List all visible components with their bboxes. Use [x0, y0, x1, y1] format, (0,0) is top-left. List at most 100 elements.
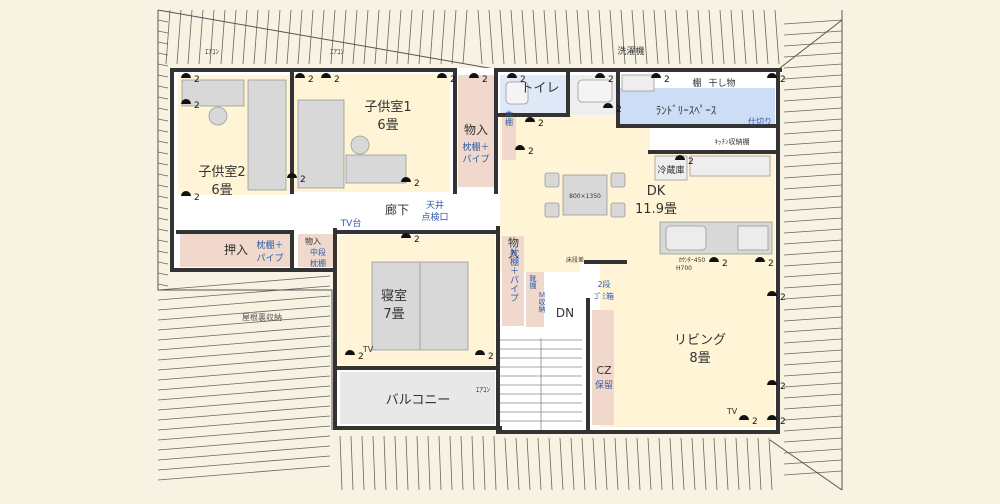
roof-hatch-line [157, 250, 169, 254]
roof-hatch-line [783, 52, 843, 58]
fridge-label: 冷蔵庫 [657, 164, 684, 176]
roof-hatch-line [157, 74, 169, 78]
kitchen-shelf-box [689, 155, 771, 177]
roof-hatch-line [157, 19, 169, 23]
roof-hatch-line [157, 129, 169, 133]
roof-bottom-left [157, 275, 497, 491]
roof-hatch-line [783, 206, 843, 212]
roof-hatch-line [157, 107, 169, 111]
roof-hatch-line [581, 437, 586, 491]
walls [170, 68, 782, 434]
kids2-bed [247, 79, 287, 191]
bedroom-name: 寝室 [381, 288, 407, 304]
roof-hatch-line [157, 285, 331, 301]
roof-hatch-line [783, 217, 843, 223]
roof-hatch-line [783, 118, 843, 124]
outlet-count: 2 [194, 101, 200, 111]
outlet-icon [767, 415, 777, 420]
roof-hatch-line [361, 435, 365, 491]
trash-label-2: ｺﾞﾐ箱 [594, 291, 614, 301]
roof-hatch-line [157, 85, 169, 89]
kids1-chair [350, 135, 370, 155]
outlet-icon [321, 73, 331, 78]
oshiire-sub1: 枕棚＋ [256, 239, 283, 251]
small-closet-fill [298, 234, 334, 267]
outlet-count: 2 [194, 193, 200, 203]
closet-top-sub1: 枕棚＋ [462, 141, 489, 153]
roof-hatch-line [548, 437, 553, 491]
roof-hatch-line [319, 9, 325, 65]
trash-label-1: 2段 [597, 279, 610, 289]
roof-hatch-line [783, 151, 843, 157]
outlet-count: 2 [482, 75, 488, 85]
roof-hatch-line [713, 437, 718, 491]
roof-hatch-line [783, 19, 843, 25]
chair-4 [610, 202, 626, 218]
roof-hatch-line [157, 228, 169, 232]
small-closet-2: 中段 [310, 247, 326, 257]
roof-hatch-line [510, 9, 516, 65]
roof-hatch-line [636, 437, 641, 491]
roof-hatch-line [526, 437, 531, 491]
roof-hatch-line [783, 338, 843, 344]
roof-hatch-line [774, 9, 780, 65]
roof-top [165, 9, 780, 65]
kitchen-sink [665, 225, 707, 251]
laundry-name: ﾗﾝﾄﾞﾘｰｽﾍﾟｰｽ [656, 104, 717, 117]
roof-hatch-line [504, 437, 509, 491]
outlet-count: 2 [300, 175, 306, 185]
outlet-count: 2 [488, 352, 494, 362]
roof-hatch-line [493, 435, 497, 491]
bookshelf-fill [502, 112, 516, 160]
roof-hatch-line [157, 96, 169, 100]
living-room [600, 262, 775, 427]
roof-hatch-line [757, 437, 762, 491]
roof-hatch-line [783, 85, 843, 91]
roof-hatch-line [783, 426, 843, 432]
outlet-icon [739, 415, 749, 420]
roof-hatch-line [157, 365, 331, 381]
roof-hatch-line [735, 437, 740, 491]
roof-hatch-line [783, 393, 843, 399]
outlet-count: 2 [752, 417, 758, 427]
roof-hatch-line [176, 9, 182, 65]
shoe-shelf-label: 靴棚 [529, 274, 537, 290]
roof-hatch-line [157, 465, 331, 481]
roof-hatch-line [763, 9, 769, 65]
chair-1 [544, 172, 560, 188]
cz-fill [592, 310, 614, 425]
chair-3 [610, 172, 626, 188]
oshiire-sub2: パイプ [256, 253, 283, 264]
roof-hatch-line [783, 448, 843, 454]
mid-closet-title: 物入 [507, 236, 520, 259]
roof-hatch-line [157, 261, 169, 265]
roof-hatch-line [783, 382, 843, 388]
outlet-count: 2 [780, 293, 786, 303]
corridor-floor [293, 192, 498, 234]
bedroom-size: 7畳 [383, 307, 404, 322]
balcony-name: バルコニー [386, 393, 451, 408]
outlet-count: 2 [664, 75, 670, 85]
roof-hatch-line [407, 9, 413, 65]
roof-hatch-line [405, 435, 409, 491]
outlet-count: 2 [538, 119, 544, 129]
outlet-icon [507, 73, 517, 78]
ceiling-label-2: 点検口 [421, 211, 448, 223]
kids1-desk [345, 154, 407, 184]
roof-bottom-right [504, 437, 773, 491]
outlet-icon [181, 73, 191, 78]
table-label: 800×1350 [569, 193, 601, 200]
roof-hatch-line [783, 129, 843, 135]
roof-hatch-line [440, 9, 446, 65]
outlet-icon [401, 233, 411, 238]
roof-hatch-line [559, 437, 564, 491]
outlet-icon [287, 173, 297, 178]
roof-hatch-line [394, 435, 398, 491]
roof-hatch-line [783, 30, 843, 36]
roof-hatch-line [297, 9, 303, 65]
roof-hatch-line [418, 9, 424, 65]
roof-hatch-line [752, 9, 758, 65]
bookshelf-label: 本棚 [505, 109, 514, 127]
roof-hatch-line [157, 315, 331, 331]
